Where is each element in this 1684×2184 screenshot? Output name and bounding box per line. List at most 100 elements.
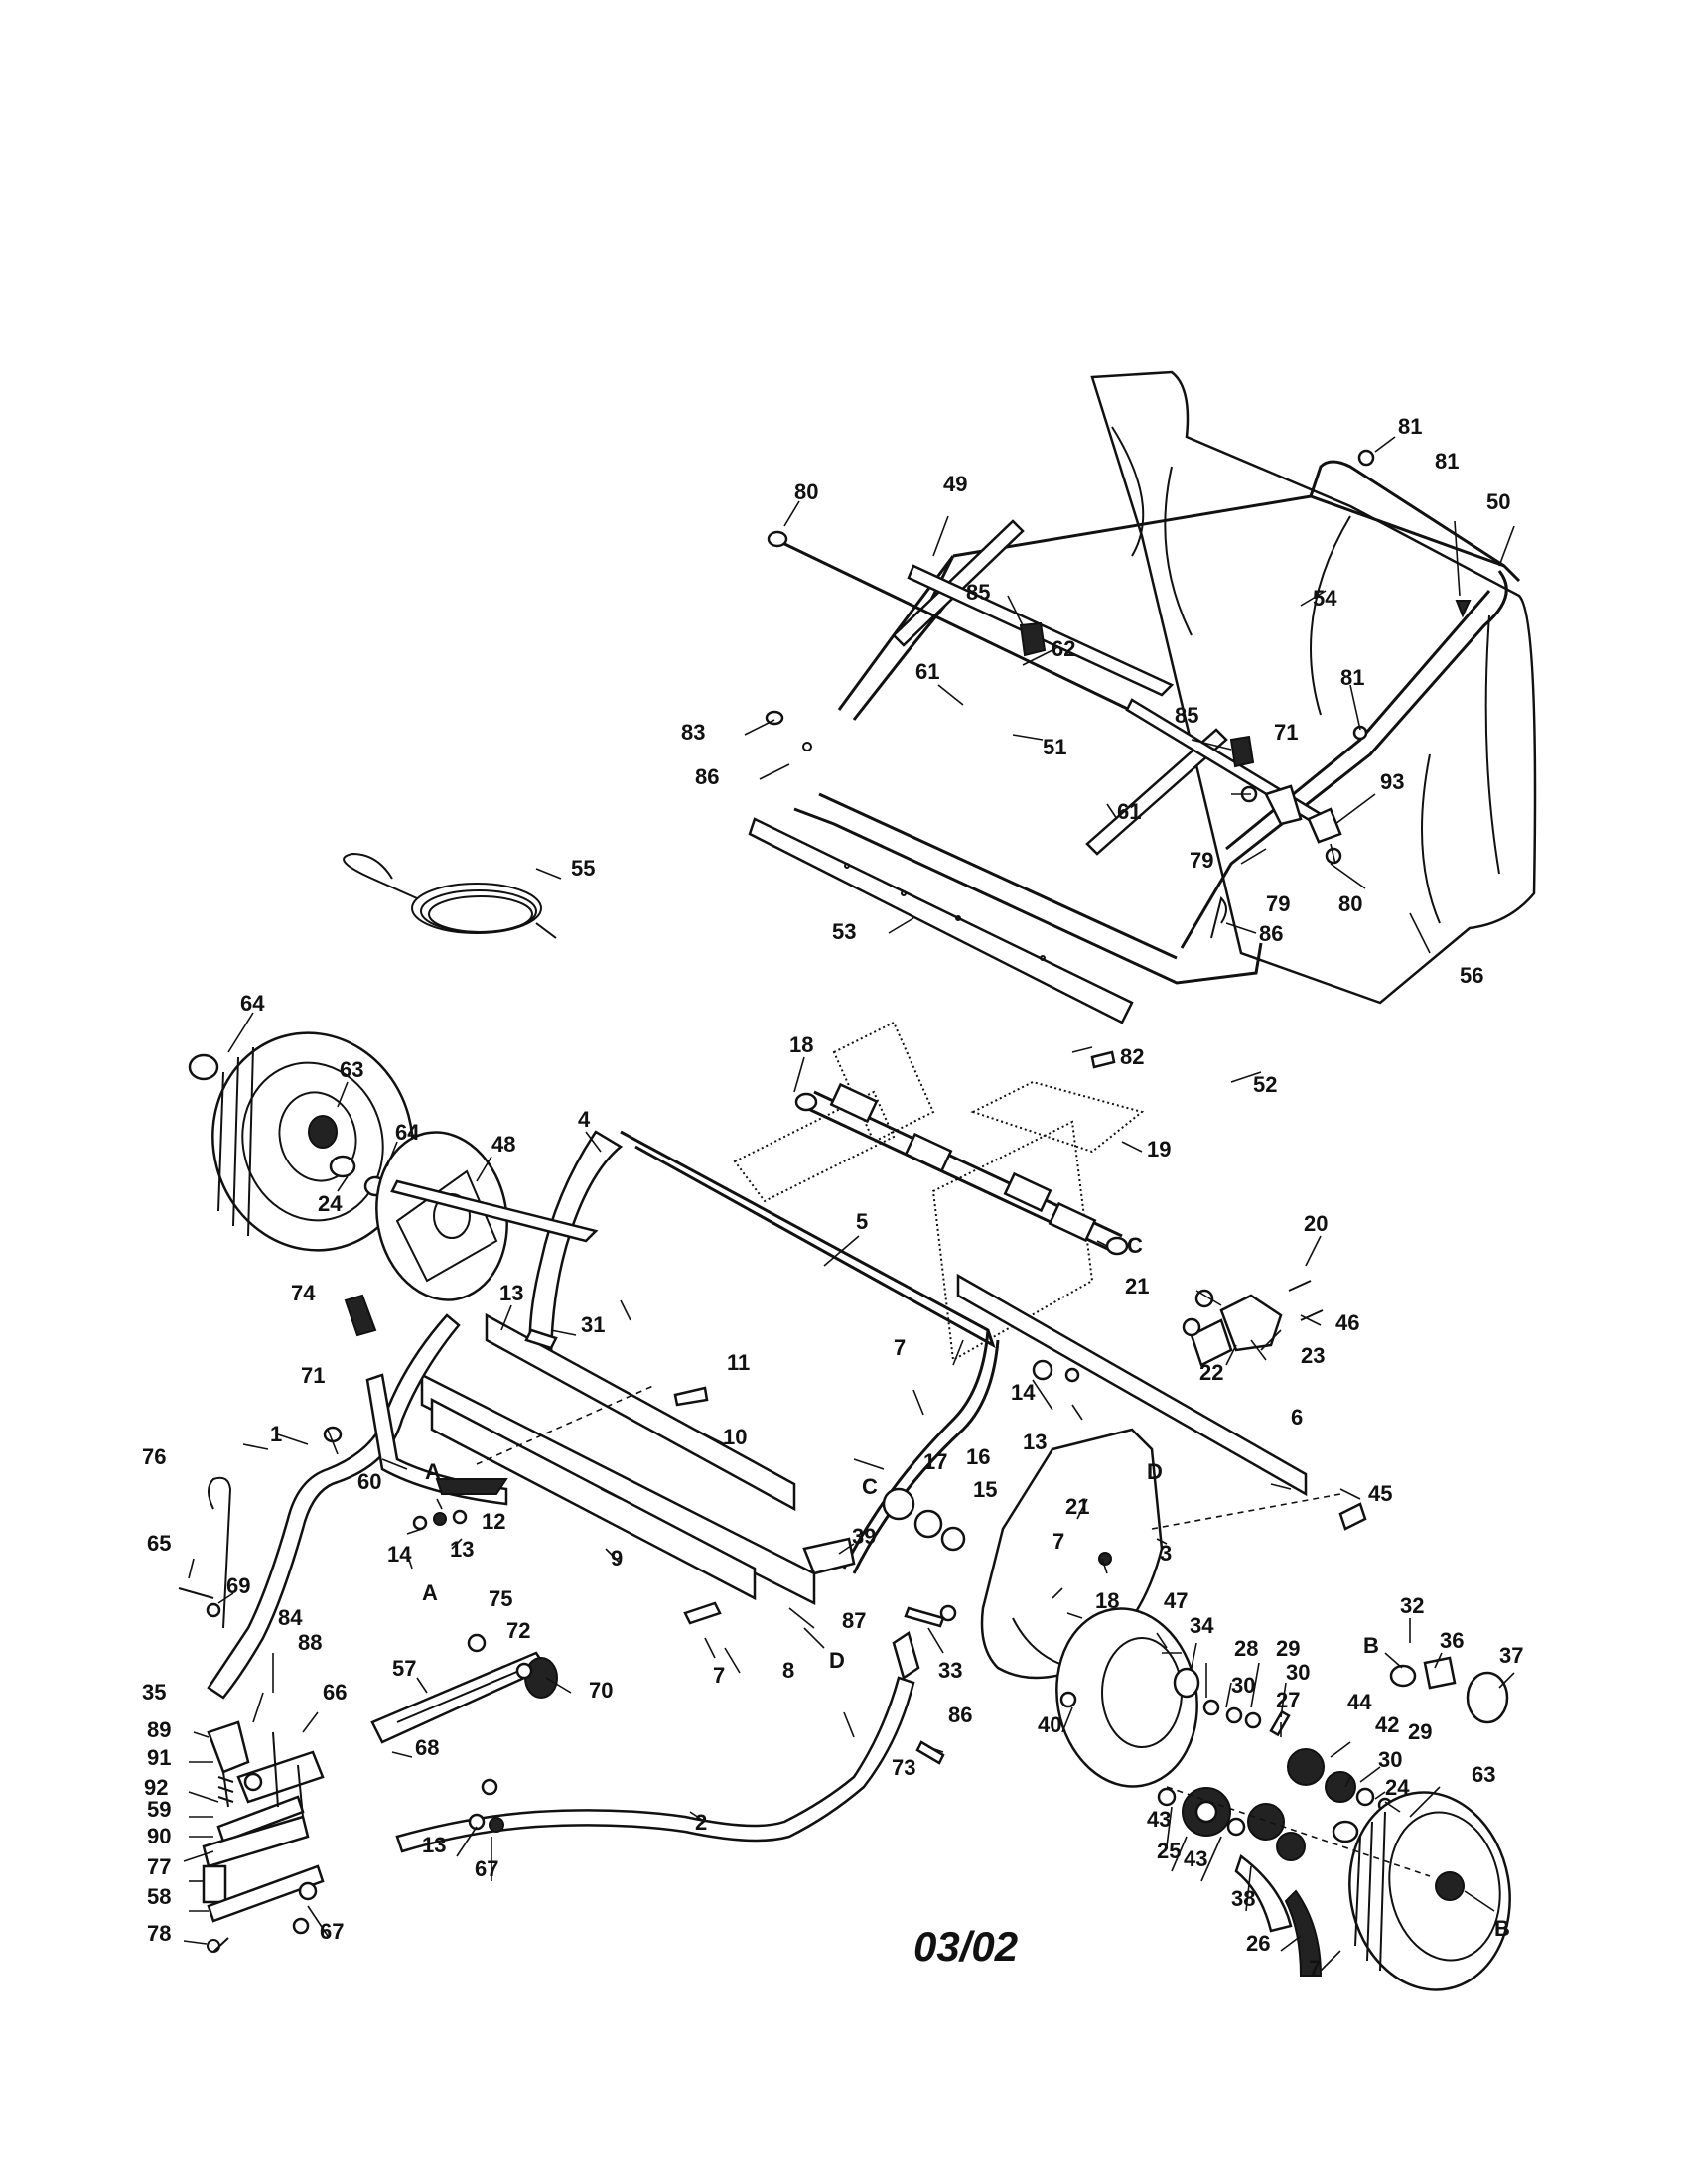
callout-19: 19 bbox=[1147, 1137, 1171, 1161]
callout-85: 85 bbox=[966, 580, 990, 605]
callout-17: 17 bbox=[923, 1449, 947, 1474]
callout-48: 48 bbox=[491, 1132, 515, 1157]
callout-63: 63 bbox=[340, 1057, 363, 1082]
callout-15: 15 bbox=[973, 1477, 997, 1502]
callout-81: 81 bbox=[1435, 449, 1459, 474]
callout-25: 25 bbox=[1157, 1839, 1181, 1863]
callout-84: 84 bbox=[278, 1605, 303, 1630]
callout-B: B bbox=[1494, 1916, 1510, 1941]
callout-80: 80 bbox=[1338, 891, 1362, 916]
callout-47: 47 bbox=[1164, 1588, 1188, 1613]
tow-link-57 bbox=[370, 1633, 558, 1744]
left-wheel bbox=[188, 1031, 414, 1252]
callout-55: 55 bbox=[571, 856, 595, 881]
handle-tube-1 bbox=[207, 1313, 461, 1700]
callout-7: 7 bbox=[1052, 1529, 1064, 1554]
callout-11: 11 bbox=[727, 1350, 750, 1375]
callout-79: 79 bbox=[1266, 891, 1290, 916]
callout-9: 9 bbox=[611, 1546, 623, 1570]
right-bracket-parts bbox=[1182, 1280, 1367, 1531]
callout-36: 36 bbox=[1440, 1628, 1464, 1653]
callout-24: 24 bbox=[1385, 1775, 1410, 1800]
callout-92: 92 bbox=[144, 1775, 168, 1800]
callout-78: 78 bbox=[147, 1921, 171, 1946]
callout-14: 14 bbox=[1011, 1380, 1036, 1405]
callout-67: 67 bbox=[320, 1919, 344, 1944]
callout-86: 86 bbox=[695, 764, 719, 789]
gear-train bbox=[1157, 1699, 1393, 1977]
sweeper-frame bbox=[420, 1130, 1308, 1606]
callout-56: 56 bbox=[1460, 963, 1483, 988]
callout-D: D bbox=[829, 1648, 845, 1673]
callout-44: 44 bbox=[1347, 1690, 1372, 1714]
callout-39: 39 bbox=[852, 1524, 876, 1549]
brush-assembly bbox=[733, 1021, 1145, 1362]
callout-24: 24 bbox=[318, 1191, 343, 1216]
callout-49: 49 bbox=[943, 472, 967, 496]
callout-38: 38 bbox=[1231, 1886, 1255, 1911]
callout-4: 4 bbox=[578, 1107, 591, 1132]
callout-31: 31 bbox=[581, 1312, 605, 1337]
callout-83: 83 bbox=[681, 720, 705, 745]
callout-51: 51 bbox=[1043, 735, 1066, 759]
callout-16: 16 bbox=[966, 1444, 990, 1469]
callout-5: 5 bbox=[856, 1209, 868, 1234]
handle-bracket-60 bbox=[365, 1373, 508, 1506]
hopper-front-bar bbox=[748, 817, 1134, 1024]
callout-82: 82 bbox=[1120, 1044, 1144, 1069]
small-parts bbox=[178, 1179, 1080, 1833]
callout-73: 73 bbox=[892, 1755, 915, 1780]
callout-43: 43 bbox=[1184, 1846, 1207, 1871]
callout-12: 12 bbox=[482, 1509, 505, 1534]
callout-58: 58 bbox=[147, 1884, 171, 1909]
callout-54: 54 bbox=[1313, 586, 1337, 611]
callout-8: 8 bbox=[782, 1658, 794, 1683]
callout-93: 93 bbox=[1380, 769, 1404, 794]
callout-21: 21 bbox=[1125, 1274, 1149, 1298]
callout-70: 70 bbox=[589, 1678, 613, 1703]
callout-18: 18 bbox=[789, 1032, 813, 1057]
callout-72: 72 bbox=[506, 1618, 530, 1643]
callout-69: 69 bbox=[226, 1573, 250, 1598]
callout-3: 3 bbox=[1160, 1541, 1172, 1566]
callout-18: 18 bbox=[1095, 1588, 1119, 1613]
hopper-bag bbox=[1090, 370, 1537, 1005]
callout-52: 52 bbox=[1253, 1072, 1277, 1097]
callout-28: 28 bbox=[1234, 1636, 1258, 1661]
callout-40: 40 bbox=[1038, 1712, 1061, 1737]
callout-23: 23 bbox=[1301, 1343, 1325, 1368]
callout-A: A bbox=[425, 1459, 441, 1484]
callout-91: 91 bbox=[147, 1745, 171, 1770]
callout-86: 86 bbox=[1259, 921, 1283, 946]
hitch-assembly bbox=[202, 1476, 325, 1953]
callout-7: 7 bbox=[1309, 1956, 1321, 1980]
callout-C: C bbox=[862, 1474, 878, 1499]
callout-43: 43 bbox=[1147, 1807, 1171, 1832]
callout-71: 71 bbox=[301, 1363, 325, 1388]
callout-61: 61 bbox=[1117, 799, 1141, 824]
callout-61: 61 bbox=[915, 659, 939, 684]
callout-77: 77 bbox=[147, 1854, 171, 1879]
callout-65: 65 bbox=[147, 1531, 171, 1556]
callout-60: 60 bbox=[357, 1469, 381, 1494]
callout-10: 10 bbox=[723, 1425, 747, 1449]
callout-85: 85 bbox=[1175, 703, 1198, 728]
callout-45: 45 bbox=[1368, 1481, 1392, 1506]
tow-cord bbox=[343, 852, 557, 939]
callout-30: 30 bbox=[1378, 1747, 1402, 1772]
callout-53: 53 bbox=[832, 919, 856, 944]
callout-1: 1 bbox=[270, 1422, 282, 1446]
callout-76: 76 bbox=[142, 1444, 166, 1469]
callout-71: 71 bbox=[1274, 720, 1298, 745]
callout-81: 81 bbox=[1398, 414, 1422, 439]
callout-29: 29 bbox=[1276, 1636, 1300, 1661]
callout-81: 81 bbox=[1340, 665, 1364, 690]
callout-13: 13 bbox=[499, 1281, 523, 1305]
guide-lines bbox=[476, 1384, 1431, 1877]
left-drive-housing bbox=[344, 1131, 508, 1337]
leader-lines bbox=[183, 436, 1515, 1972]
callout-13: 13 bbox=[450, 1537, 474, 1562]
callout-64: 64 bbox=[240, 991, 265, 1016]
callout-66: 66 bbox=[323, 1680, 347, 1705]
callout-90: 90 bbox=[147, 1824, 171, 1848]
